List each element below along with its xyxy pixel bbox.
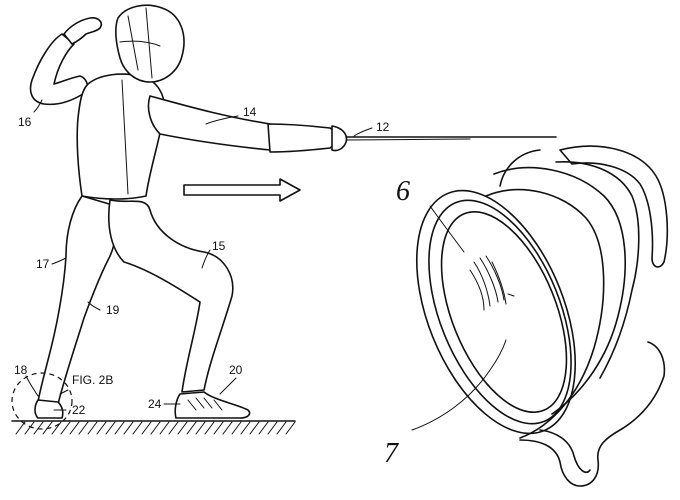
floor-hatch-line	[150, 421, 161, 435]
glove	[267, 123, 337, 153]
floor-hatch-line	[96, 421, 107, 435]
back-hand	[63, 17, 103, 45]
handwritten-label-7: 7	[384, 438, 399, 469]
floor-hatch-line	[87, 421, 98, 435]
floor-hatch-line	[285, 421, 296, 435]
floor-hatch-line	[222, 421, 233, 435]
fencing-mask	[115, 4, 185, 83]
back-arm	[29, 33, 89, 106]
label-14: 14	[243, 105, 257, 119]
floor-hatch-line	[168, 421, 179, 435]
floor-hatch-line	[186, 421, 197, 435]
floor-hatch-line	[258, 421, 269, 435]
front-leg	[107, 199, 234, 393]
floor-hatch-line	[231, 421, 242, 435]
floor-hatch-line	[114, 421, 125, 435]
direction-arrow	[183, 178, 301, 202]
floor-hatch-line	[24, 421, 35, 435]
floor	[11, 420, 296, 435]
floor-hatch-line	[132, 421, 143, 435]
label-18: 18	[14, 363, 28, 377]
floor-hatch-line	[177, 421, 188, 435]
label-22: 22	[72, 403, 86, 417]
floor-hatch-line	[78, 421, 89, 435]
front-shoe	[174, 391, 251, 419]
label-15: 15	[212, 239, 226, 253]
floor-hatch-line	[33, 421, 44, 435]
floor-hatch-line	[267, 421, 278, 435]
detail-callout-circle	[11, 372, 73, 430]
leader-lines	[25, 99, 373, 411]
label-16: 16	[18, 115, 32, 129]
floor-hatch-line	[141, 421, 152, 435]
label-17: 17	[36, 257, 50, 271]
floor-hatch-line	[204, 421, 215, 435]
floor-hatch-line	[213, 421, 224, 435]
fencer-illustration	[29, 4, 557, 419]
label-fig-2b: FIG. 2B	[72, 373, 113, 387]
handwritten-label-6: 6	[396, 176, 410, 207]
label-24: 24	[148, 397, 162, 411]
torso	[76, 73, 166, 200]
floor-hatch-line	[240, 421, 251, 435]
floor-hatch-line	[69, 421, 80, 435]
floor-hatch-line	[51, 421, 62, 435]
floor-hatch-line	[60, 421, 71, 435]
floor-hatch-line	[195, 421, 206, 435]
floor-hatch-line	[105, 421, 116, 435]
back-shoe	[34, 399, 64, 419]
label-19: 19	[106, 303, 120, 317]
label-12: 12	[376, 120, 390, 134]
floor-hatch-line	[123, 421, 134, 435]
floor-hatch-line	[159, 421, 170, 435]
guard	[331, 125, 348, 152]
floor-hatch-line	[15, 421, 26, 435]
floor-hatch-line	[276, 421, 287, 435]
floor-hatch-line	[249, 421, 260, 435]
mask-detail-illustration	[411, 145, 669, 487]
label-20: 20	[229, 363, 243, 377]
